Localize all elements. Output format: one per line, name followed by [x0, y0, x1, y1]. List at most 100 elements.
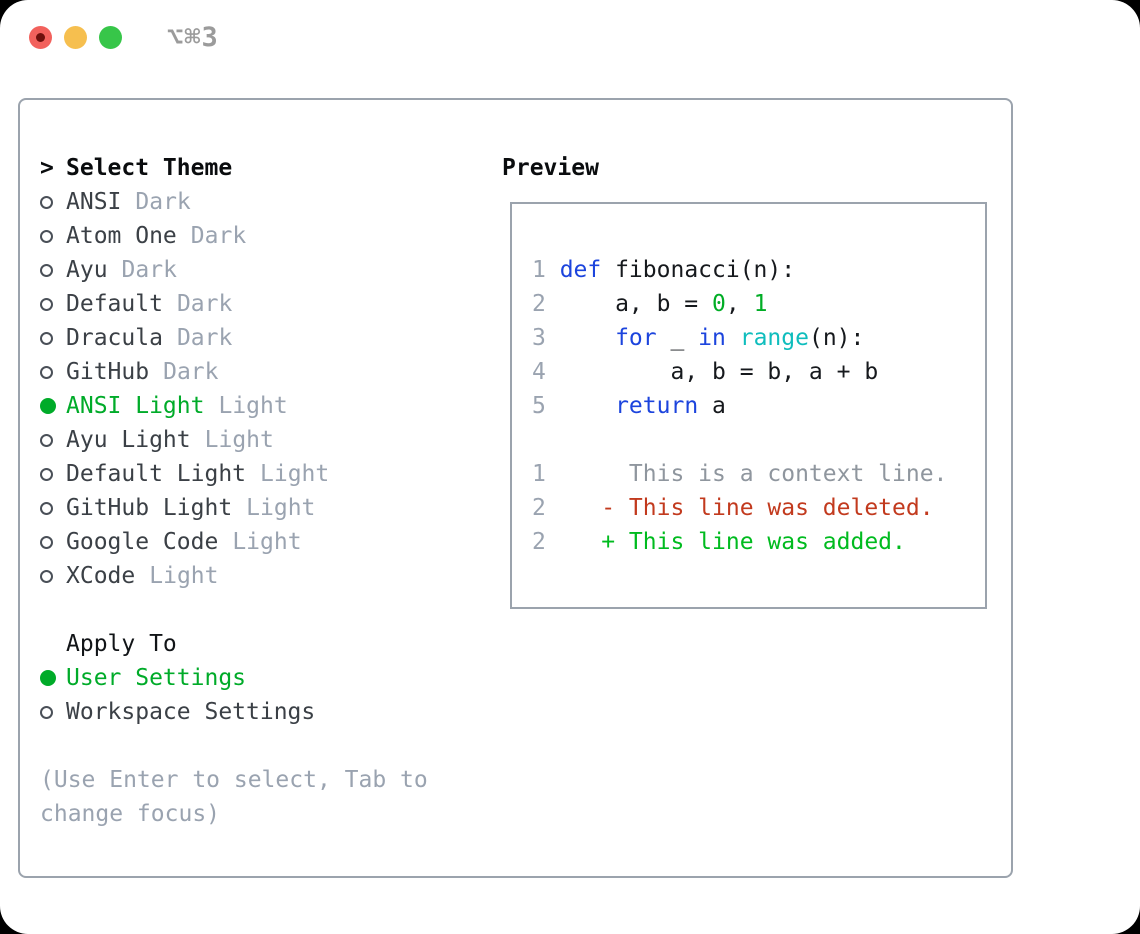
theme-variant-badge: Dark — [176, 325, 233, 351]
code-token: return — [615, 393, 699, 419]
blank-line — [532, 423, 965, 457]
theme-name: GitHub Light — [66, 495, 233, 521]
line-number: 1 — [532, 257, 546, 283]
code-token: + This line was added. — [559, 529, 906, 555]
code-line: 2 - This line was deleted. — [532, 491, 965, 525]
theme-name: Dracula — [66, 325, 163, 351]
apply-to-header: Apply To — [40, 627, 428, 661]
line-number: 5 — [532, 393, 546, 419]
code-line: 2 + This line was added. — [532, 525, 965, 559]
radio-icon — [40, 229, 66, 243]
theme-name: Default — [66, 291, 163, 317]
theme-name: XCode — [66, 563, 136, 589]
preview-header: Preview — [502, 155, 599, 181]
close-button-dot — [36, 33, 45, 42]
titlebar: ⌥⌘3 — [0, 0, 1140, 76]
theme-name: Atom One — [66, 223, 177, 249]
code-token: - This line was deleted. — [559, 495, 934, 521]
apply-option-user-settings[interactable]: User Settings — [40, 661, 428, 695]
theme-item-ansi-dark[interactable]: ANSI Dark — [40, 185, 428, 219]
section-gap — [40, 593, 428, 627]
theme-name: Ayu Light — [66, 427, 191, 453]
radio-icon — [40, 535, 66, 549]
radio-icon — [40, 433, 66, 447]
theme-name: Default Light — [66, 461, 247, 487]
code-line: 5 return a — [532, 389, 965, 423]
theme-variant-badge: Light — [204, 427, 274, 453]
radio-icon — [40, 467, 66, 481]
theme-item-default-light-light[interactable]: Default Light Light — [40, 457, 428, 491]
theme-item-xcode-light[interactable]: XCode Light — [40, 559, 428, 593]
selection-caret-icon: > — [40, 155, 54, 181]
code-token: _ — [656, 325, 699, 351]
minimize-button[interactable] — [64, 26, 87, 49]
code-token: a — [698, 393, 726, 419]
line-number: 2 — [532, 529, 546, 555]
apply-option-label: User Settings — [66, 665, 247, 691]
code-token: a, b = b, a + b — [559, 359, 879, 385]
code-token: (n): — [808, 325, 865, 351]
code-token: in — [698, 325, 726, 351]
radio-icon — [40, 705, 66, 719]
theme-item-github-dark[interactable]: GitHub Dark — [40, 355, 428, 389]
theme-variant-badge: Light — [149, 563, 219, 589]
theme-item-google-code-light[interactable]: Google Code Light — [40, 525, 428, 559]
radio-icon — [40, 365, 66, 379]
code-line: 1 def fibonacci(n): — [532, 253, 965, 287]
radio-icon — [40, 501, 66, 515]
code-token: def — [559, 257, 602, 283]
radio-icon — [40, 569, 66, 583]
code-token — [560, 325, 615, 351]
radio-icon — [40, 331, 66, 345]
theme-item-atom-one-dark[interactable]: Atom One Dark — [40, 219, 428, 253]
theme-variant-badge: Light — [246, 495, 316, 521]
window-title: ⌥⌘3 — [167, 22, 219, 53]
theme-name: Google Code — [66, 529, 219, 555]
code-token: 0 — [712, 291, 726, 317]
line-number: 1 — [532, 461, 546, 487]
code-line: 1 This is a context line. — [532, 457, 965, 491]
theme-variant-badge: Dark — [121, 257, 177, 283]
theme-item-dracula-dark[interactable]: Dracula Dark — [40, 321, 428, 355]
code-line: 2 a, b = 0, 1 — [532, 287, 965, 321]
code-token: a, b = — [559, 291, 713, 317]
code-token: fibonacci(n): — [601, 257, 796, 283]
code-line: 4 a, b = b, a + b — [532, 355, 965, 389]
radio-icon — [40, 195, 66, 209]
theme-variant-badge: Dark — [135, 189, 191, 215]
theme-variant-badge: Light — [260, 461, 330, 487]
theme-item-ayu-light-light[interactable]: Ayu Light Light — [40, 423, 428, 457]
radio-icon — [40, 297, 66, 311]
help-line: (Use Enter to select, Tab to — [40, 767, 428, 793]
theme-name: Ayu — [66, 257, 108, 283]
theme-variant-badge: Dark — [176, 291, 233, 317]
theme-name: GitHub — [66, 359, 150, 385]
code-token: for — [615, 325, 657, 351]
code-token — [726, 325, 740, 351]
theme-variant-badge: Light — [232, 529, 302, 555]
theme-item-ayu-dark[interactable]: Ayu Dark — [40, 253, 428, 287]
line-number: 4 — [532, 359, 546, 385]
close-button[interactable] — [29, 26, 52, 49]
zoom-button[interactable] — [99, 26, 122, 49]
code-token: This is a context line. — [559, 461, 948, 487]
apply-to-title: Apply To — [66, 631, 177, 657]
theme-item-github-light-light[interactable]: GitHub Light Light — [40, 491, 428, 525]
radio-selected-icon — [40, 398, 66, 414]
help-line: change focus) — [40, 801, 221, 827]
theme-variant-badge: Dark — [190, 223, 247, 249]
theme-item-default-dark[interactable]: Default Dark — [40, 287, 428, 321]
theme-variant-badge: Dark — [163, 359, 219, 385]
radio-selected-icon — [40, 670, 66, 686]
theme-name: ANSI — [66, 189, 122, 215]
code-token: , — [725, 291, 754, 317]
theme-variant-badge: Light — [218, 393, 288, 419]
apply-option-workspace-settings[interactable]: Workspace Settings — [40, 695, 428, 729]
select-theme-header: > Select Theme — [40, 151, 428, 185]
